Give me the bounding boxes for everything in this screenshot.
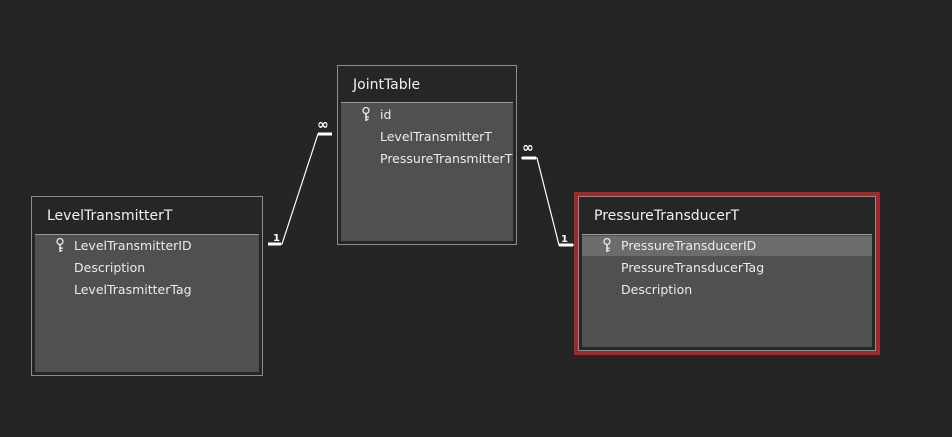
field-row[interactable]: LevelTrasmitterTag [35, 280, 259, 300]
key-icon [56, 238, 64, 252]
field-list: id LevelTransmitterT PressureTransmitter… [341, 102, 513, 241]
selection-highlight-frame [574, 192, 880, 355]
table-level-transmitter[interactable]: LevelTransmitterT LevelTransmitterID Des… [31, 196, 263, 376]
cardinality-many-label: ∞ [317, 117, 329, 133]
relationship-line-level-joint[interactable] [268, 133, 332, 245]
field-name: Description [621, 282, 693, 297]
field-row[interactable]: Description [582, 280, 872, 300]
table-title[interactable]: LevelTransmitterT [47, 208, 173, 224]
field-list: LevelTransmitterID Description LevelTras… [35, 234, 259, 372]
cardinality-one-label: 1 [561, 234, 568, 245]
table-pressure-transducer[interactable]: PressureTransducerT PressureTransducerID… [578, 196, 876, 351]
table-joint[interactable]: JointTable id LevelTransmitterT Pressure… [337, 65, 517, 245]
relationship-line-pressure-joint[interactable] [521, 157, 574, 246]
field-name: id [380, 107, 392, 122]
cardinality-one-label: 1 [273, 233, 280, 244]
field-row[interactable]: PressureTransmitterT [341, 149, 513, 169]
field-row[interactable]: LevelTransmitterT [341, 127, 513, 147]
field-name: LevelTransmitterID [74, 238, 192, 253]
field-row[interactable]: Description [35, 258, 259, 278]
field-list: PressureTransducerID PressureTransducerT… [582, 234, 872, 347]
field-row-primary-key[interactable]: id [341, 105, 513, 125]
field-row-primary-key-selected[interactable]: PressureTransducerID [582, 236, 872, 256]
cardinality-many-label: ∞ [522, 140, 534, 156]
field-row[interactable]: PressureTransducerTag [582, 258, 872, 278]
field-name: PressureTransducerTag [621, 260, 765, 275]
field-name: LevelTrasmitterTag [74, 282, 192, 297]
table-title[interactable]: JointTable [353, 77, 421, 93]
key-icon [362, 107, 370, 121]
field-name: LevelTransmitterT [380, 129, 492, 144]
field-name: Description [74, 260, 146, 275]
table-title[interactable]: PressureTransducerT [594, 208, 740, 224]
key-icon [603, 238, 611, 252]
field-row-primary-key[interactable]: LevelTransmitterID [35, 236, 259, 256]
field-name: PressureTransducerID [621, 238, 757, 253]
field-name: PressureTransmitterT [380, 151, 513, 166]
